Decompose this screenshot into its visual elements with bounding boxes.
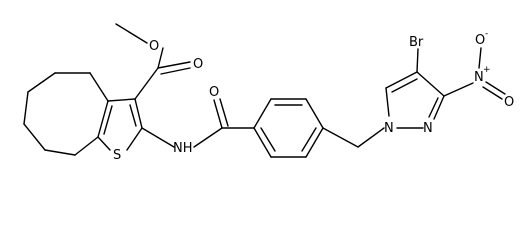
atom-n-nitro: N — [474, 70, 484, 85]
bond-bz-4-inner — [301, 127, 317, 152]
molecule-structure: O O O Br N + O - O NH S N N — [23, 23, 514, 163]
bond-methyl-o — [115, 23, 148, 44]
atom-o-nitro-right: O — [504, 95, 514, 110]
bond-c7a-c3a-inner — [103, 105, 113, 135]
bond-nnitro-oright-inner — [482, 86, 503, 100]
bonds — [23, 23, 506, 158]
bond-ester-double-1 — [157, 61, 191, 69]
bond-bz-6-inner — [260, 127, 276, 152]
atom-nh: NH — [173, 141, 193, 156]
bond-o-carbonyl-c — [157, 47, 164, 69]
bond-c4-c3 — [416, 71, 445, 97]
bond-c3a-c3 — [107, 98, 136, 102]
bond-c3a-c4 — [89, 72, 109, 102]
bond-c5-c4 — [385, 71, 418, 89]
bond-amide-double-2 — [219, 98, 229, 127]
atom-charge-minus: - — [485, 29, 488, 39]
bond-c3-c2 — [134, 98, 143, 129]
atom-labels: O O O Br N + O - O NH S N N — [113, 29, 514, 163]
bond-c4-br — [416, 48, 419, 73]
bond-c3-c2-inner — [129, 104, 137, 127]
bond-bz-4 — [305, 127, 324, 158]
bond-c3-nnitro — [443, 82, 474, 97]
bond-c8-c9 — [44, 149, 76, 156]
bond-benzene-ch2 — [322, 127, 359, 148]
atom-n1-pyrazole: N — [384, 121, 394, 136]
bond-c6-c7 — [23, 91, 29, 125]
bond-amide-double-1 — [213, 99, 223, 129]
atom-charge-plus: + — [483, 65, 491, 75]
bond-c9-c7a — [74, 136, 99, 156]
bond-bz-3 — [305, 98, 324, 129]
atom-o-nitro-top: O — [475, 33, 485, 48]
bond-nnitro-otop — [478, 47, 482, 69]
atom-br: Br — [409, 35, 424, 50]
bond-bz-6 — [253, 127, 272, 158]
bond-c5-c6 — [27, 72, 56, 93]
bond-ester-double-2 — [160, 67, 191, 75]
bond-carbonyl-c3 — [134, 67, 159, 100]
bond-c5-c4-inner — [391, 78, 418, 93]
atom-o-ester: O — [149, 39, 159, 54]
bond-c2-nh — [141, 127, 175, 148]
atom-s: S — [113, 148, 121, 163]
bond-c7a-c3a — [97, 100, 109, 138]
bond-nnitro-oright — [485, 81, 506, 95]
bond-c7-c8 — [23, 123, 46, 151]
bond-bz-1 — [253, 98, 272, 129]
bond-n1-c5 — [385, 87, 390, 117]
atom-n2-pyrazole: N — [423, 121, 433, 136]
bond-s-c7a — [97, 136, 111, 151]
bond-nh-amide-c — [193, 127, 223, 148]
atom-o-carbonyl: O — [193, 57, 203, 72]
bond-c3-n2 — [433, 95, 445, 120]
bond-c2-s — [126, 127, 143, 151]
bond-ch2-n1 — [357, 127, 385, 148]
atom-o-amide: O — [209, 85, 219, 100]
bond-c3-n2-inner — [428, 97, 439, 118]
